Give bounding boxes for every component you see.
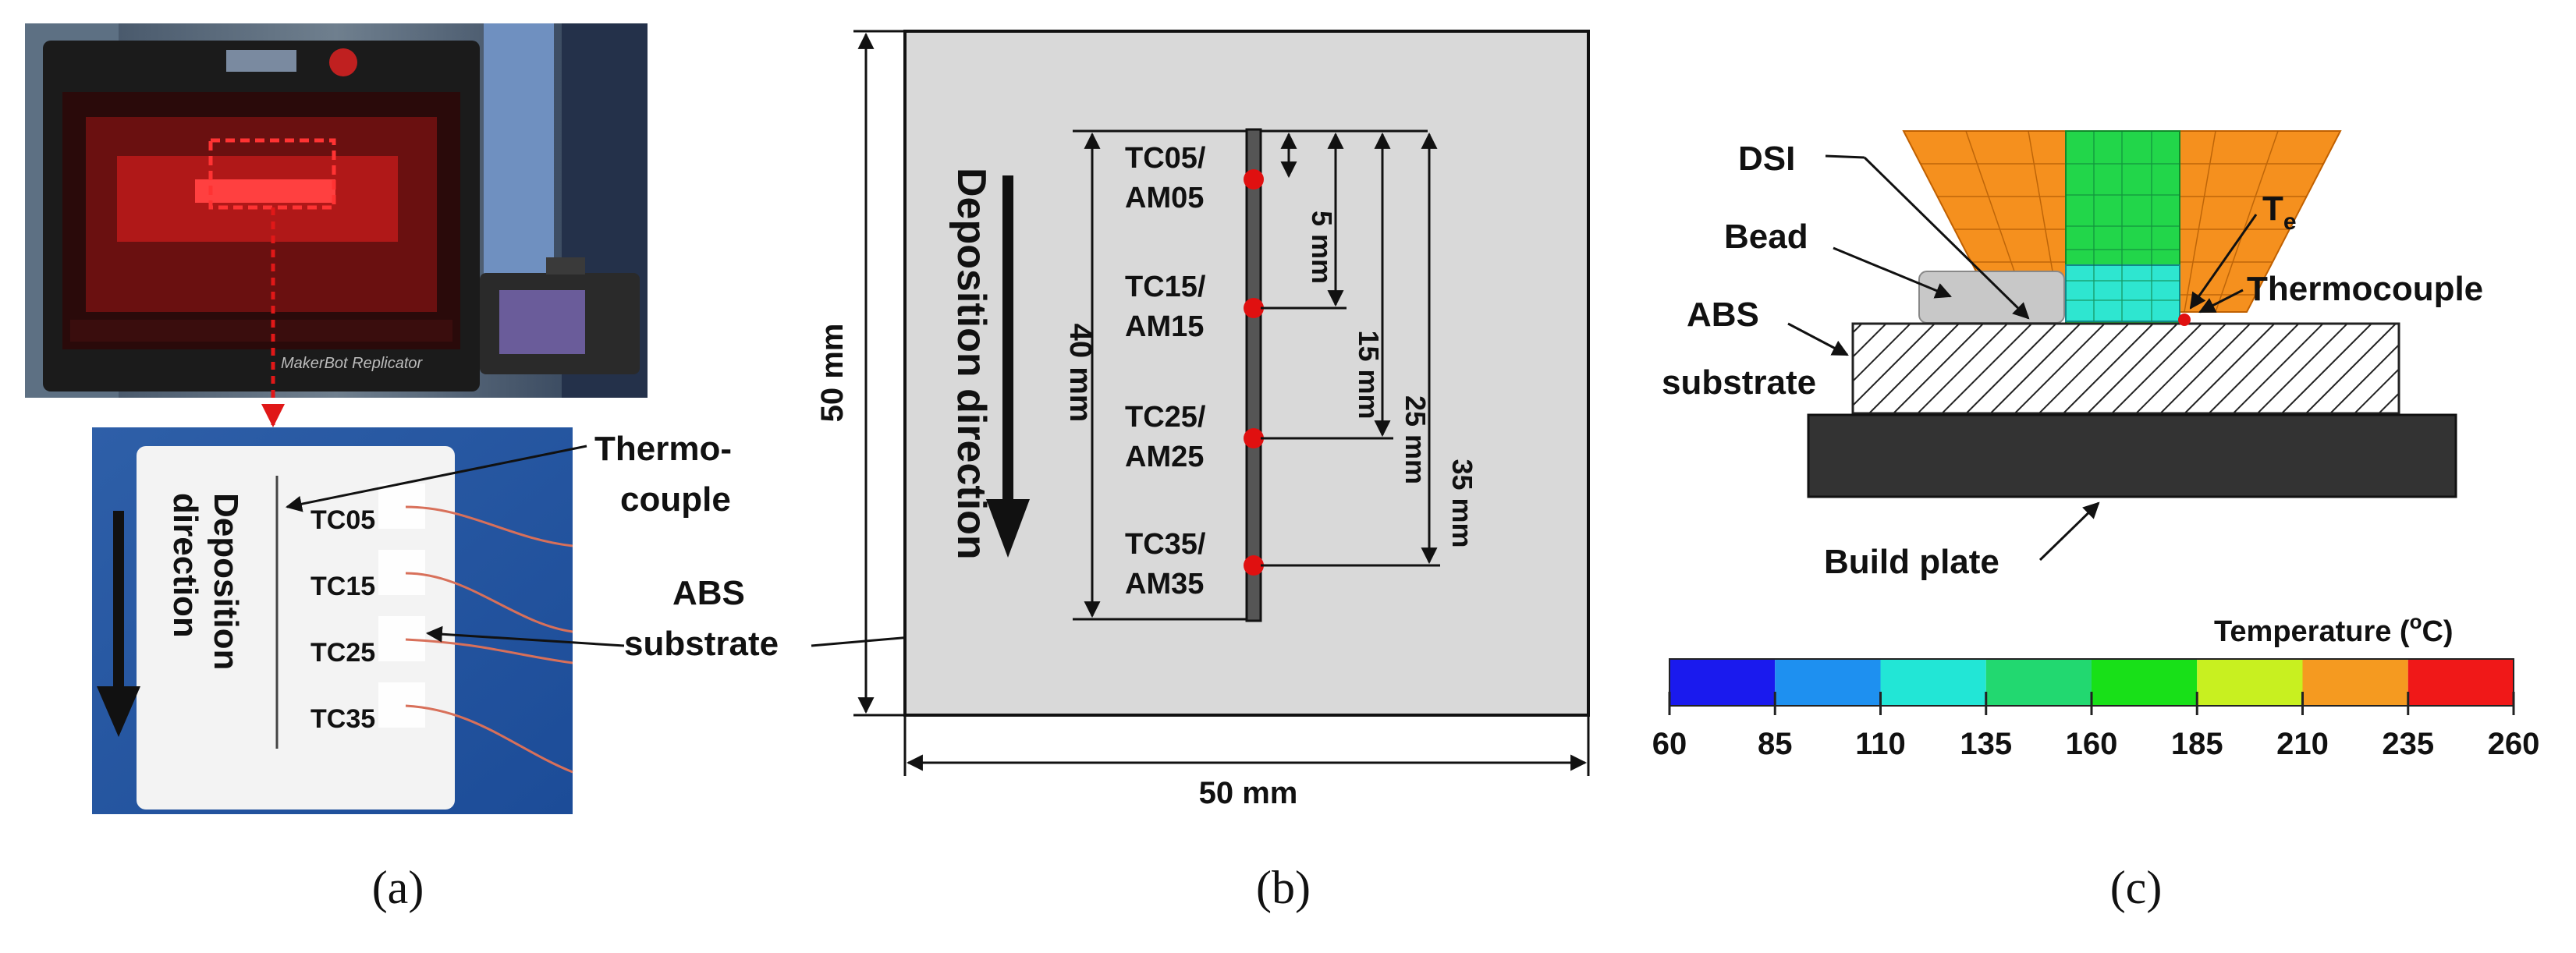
colorbar-tick-label: 135 (1960, 727, 2012, 761)
thermocouple-dot-c (2178, 314, 2191, 326)
panel-a: MakerBot Replicator (25, 23, 931, 913)
colorbar-segment (2092, 659, 2198, 706)
deposition-text-a-line1: Deposition (207, 493, 245, 670)
distance-label: 35 mm (1446, 459, 1478, 548)
substrate-callout-line1: ABS (672, 574, 745, 612)
colorbar-tick-label: 260 (2488, 727, 2540, 761)
thermocouple-callout-line1: Thermo- (594, 430, 732, 468)
colorbar-title-sup: o (2410, 610, 2422, 633)
point-label-line1: TC05/ (1125, 142, 1206, 175)
bead-label: Bead (1724, 218, 1808, 256)
printer-photo: MakerBot Replicator (25, 23, 648, 427)
dsi-leader (1825, 154, 1865, 159)
deposition-text-a-line2: direction (166, 493, 204, 638)
measurement-dot (1244, 428, 1264, 448)
te-leader (2189, 214, 2258, 310)
build-plate-leader (2038, 501, 2100, 562)
substrate-leader-a (425, 625, 625, 647)
build-plate-label: Build plate (1824, 543, 1999, 581)
colorbar-segment (1880, 659, 1986, 706)
colorbar-segment (2197, 659, 2303, 706)
colorbar-segment (1985, 659, 2092, 706)
caption-a: (a) (372, 862, 424, 913)
tc-label: TC15 (310, 572, 375, 601)
colorbar-tick-label: 235 (2382, 727, 2434, 761)
colorbar: 60 85 110 135 160 185 210 235 260 (1652, 658, 2540, 761)
colorbar-tick-label: 160 (2066, 727, 2118, 761)
colorbar-tick-label: 210 (2276, 727, 2329, 761)
build-plate (1807, 413, 2457, 498)
distance-label: 15 mm (1353, 331, 1385, 420)
height-dim-label: 50 mm (815, 324, 850, 423)
thermocouple-label-c: Thermocouple (2247, 270, 2483, 308)
te-label-sub: e (2283, 209, 2297, 235)
bead-shape (1918, 271, 2065, 324)
point-label-line2: AM05 (1125, 182, 1204, 214)
colorbar-tick-label: 60 (1652, 727, 1687, 761)
colorbar-tick-label: 110 (1855, 727, 1906, 761)
measurement-dot (1244, 169, 1264, 190)
colorbar-segment (2302, 659, 2408, 706)
thermocouple-strip (1245, 128, 1262, 622)
substrate-label-c-line1: ABS (1687, 296, 1759, 334)
point-label-line2: AM15 (1125, 310, 1204, 343)
colorbar-title-end: C) (2422, 615, 2453, 648)
span-dim-label: 40 mm (1063, 324, 1098, 423)
substrate-label-c: ABS substrate (1662, 296, 1816, 402)
point-label-line1: TC35/ (1125, 528, 1206, 561)
deposition-text-a: Deposition direction (166, 493, 245, 680)
colorbar-segment (2407, 659, 2514, 706)
deposition-text-b: Deposition direction (949, 168, 994, 560)
colorbar-segment (1775, 659, 1881, 706)
thermocouple-leader-c (2198, 289, 2244, 314)
measurement-points: TC05/AM05 5 mm TC15/AM15 15 mm TC25/AM25 25 m… (1125, 132, 1478, 600)
dsi-label: DSI (1738, 140, 1795, 178)
substrate-label-c-line2: substrate (1662, 363, 1816, 402)
tc-label: TC35 (310, 704, 375, 734)
bead-contact (2065, 264, 2180, 322)
colorbar-title: Temperature (oC) (2214, 610, 2454, 648)
point-label-line1: TC15/ (1125, 271, 1206, 303)
substrate-callout: ABS substrate (624, 574, 779, 663)
colorbar-tick-label: 85 (1758, 727, 1793, 761)
tc-label: TC05 (310, 505, 375, 535)
point-label-line2: AM25 (1125, 441, 1204, 473)
thermocouple-callout-line2: couple (620, 480, 731, 519)
width-dim-label: 50 mm (1199, 776, 1298, 810)
measurement-dot (1244, 555, 1264, 576)
colorbar-title-main: Temperature ( (2214, 615, 2410, 648)
bead-leader (1833, 246, 1952, 299)
substrate-photo: Deposition direction TC05 TC15 TC25 TC35 (92, 427, 573, 814)
caption-b: (b) (1256, 862, 1311, 913)
tc-label: TC25 (310, 638, 375, 668)
colorbar-tick-label: 185 (2171, 727, 2223, 761)
substrate-leader-c (1787, 322, 1849, 356)
thermocouple-leader (285, 445, 587, 512)
measurement-dot (1244, 298, 1264, 318)
distance-label: 25 mm (1400, 395, 1432, 484)
substrate-callout-line2: substrate (624, 625, 779, 663)
thermocouple-callout: Thermo- couple (594, 430, 741, 519)
te-label: Te (2262, 190, 2297, 235)
panel-c: DSI Bead ABS substrate Te Thermocouple B… (1652, 130, 2540, 913)
point-label-line2: AM35 (1125, 568, 1204, 600)
te-label-main: T (2262, 190, 2283, 228)
substrate-block (1851, 322, 2400, 415)
colorbar-segment (1669, 659, 1776, 706)
printer-brand-text: MakerBot Replicator (281, 355, 424, 372)
distance-label: 5 mm (1306, 211, 1338, 284)
caption-c: (c) (2110, 862, 2163, 913)
point-label-line1: TC25/ (1125, 401, 1206, 434)
panel-b: 50 mm 50 mm Deposition direction 40 mm T… (815, 30, 1590, 913)
